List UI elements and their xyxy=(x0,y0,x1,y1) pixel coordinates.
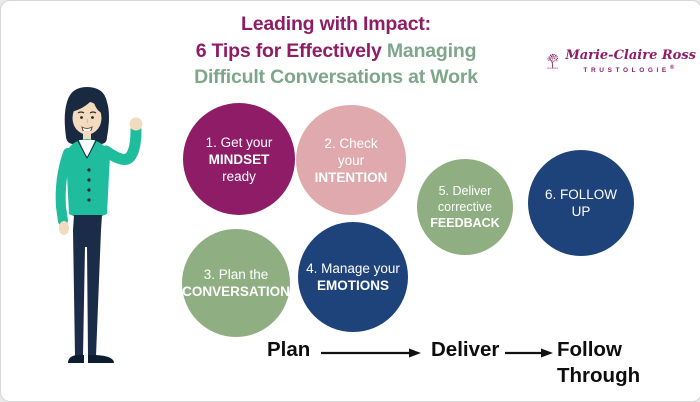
tip-1-keyword: MINDSET xyxy=(208,151,270,167)
flow-step-follow-through: Follow Through xyxy=(557,338,641,387)
tip-6-line: UP xyxy=(571,204,591,219)
title-line-3: Difficult Conversations at Work xyxy=(194,66,478,88)
tip-5-keyword: FEEDBACK xyxy=(430,216,500,230)
button-dot xyxy=(87,178,91,182)
raised-arm xyxy=(100,124,142,165)
tip-4-keyword: EMOTIONS xyxy=(316,278,389,293)
shoe-left xyxy=(68,355,84,363)
shirt xyxy=(79,140,95,159)
tip-5-line: 5. Deliver xyxy=(438,184,492,198)
tip-circle-2: 2. Check your INTENTION xyxy=(296,105,406,215)
tip-3-line: 3. Plan the xyxy=(203,267,269,282)
flow-arrow-icon xyxy=(505,348,553,358)
hand xyxy=(59,221,69,235)
eyebrow-left xyxy=(77,111,85,114)
fist xyxy=(129,117,143,131)
title-line-1: Leading with Impact: xyxy=(241,13,431,35)
flow-arrow-icon xyxy=(321,348,421,358)
tip-4-line: 4. Manage your xyxy=(306,261,400,276)
tip-5-line: corrective xyxy=(437,200,493,214)
eye-right xyxy=(91,116,94,119)
lapel xyxy=(77,140,97,160)
eyebrow-right xyxy=(89,111,97,114)
tip-circle-5: 5. Deliver corrective FEEDBACK xyxy=(417,159,513,255)
tip-circle-1: 1. Get your MINDSET ready xyxy=(183,103,295,215)
nose xyxy=(86,118,89,124)
hanging-arm xyxy=(55,148,73,226)
eye-left xyxy=(80,116,83,119)
tip-2-keyword: INTENTION xyxy=(314,169,388,185)
tip-3-keyword: CONVERSATION xyxy=(182,284,290,299)
tip-circle-6: 6. FOLLOW UP xyxy=(528,150,634,256)
tip-2-line: 2. Check xyxy=(324,135,378,151)
registered-mark: ® xyxy=(669,64,678,71)
shoe-right xyxy=(88,355,114,363)
flow-step-deliver: Deliver xyxy=(431,338,500,361)
woman-illustration xyxy=(55,87,143,363)
pants xyxy=(73,215,102,356)
button-dot xyxy=(87,198,91,202)
button-dot xyxy=(87,188,91,192)
flow-step-plan: Plan xyxy=(267,338,311,361)
brand-logo: Marie-Claire Ross TRUSTOLOGIE® xyxy=(544,41,696,81)
neck xyxy=(83,131,91,141)
tip-circle-3: 3. Plan the CONVERSATION xyxy=(182,229,290,337)
brand-tagline: TRUSTOLOGIE® xyxy=(583,64,678,75)
fringe xyxy=(71,93,103,113)
face xyxy=(72,101,102,135)
brand-name: Marie-Claire Ross xyxy=(565,47,696,63)
page-title: Leading with Impact: 6 Tips for Effectiv… xyxy=(174,11,498,91)
button-dot xyxy=(87,168,91,172)
tip-2-line: your xyxy=(337,152,365,168)
tree-icon xyxy=(547,53,559,69)
title-line-2: 6 Tips for Effectively Managing xyxy=(195,39,477,62)
tip-1-line: ready xyxy=(222,168,256,184)
tip-6-line: 6. FOLLOW xyxy=(544,187,617,202)
tip-circle-4: 4. Manage your EMOTIONS xyxy=(298,222,408,332)
tip-1-line: 1. Get your xyxy=(205,134,273,150)
